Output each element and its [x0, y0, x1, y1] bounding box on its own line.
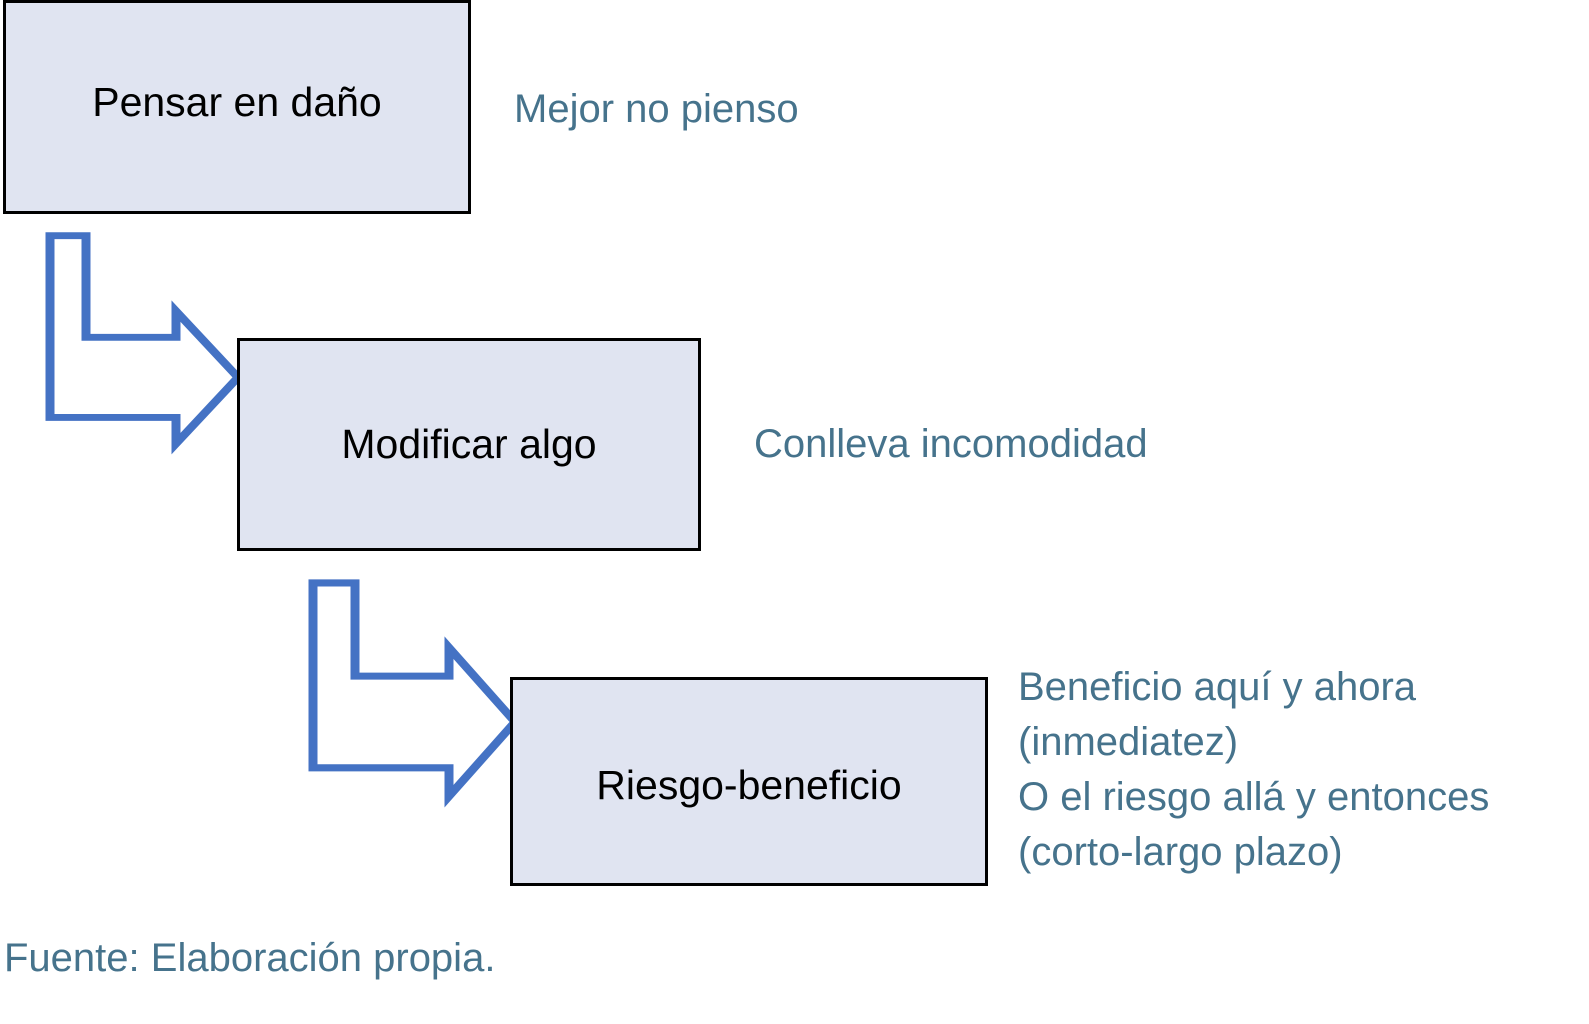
- process-box-riesgo-beneficio[interactable]: Riesgo-beneficio: [510, 677, 988, 886]
- elbow-arrow-modificar-to-riesgo: [308, 579, 521, 808]
- process-box-riesgo-beneficio-label: Riesgo-beneficio: [596, 761, 902, 808]
- elbow-arrow-modificar-to-riesgo-path: [308, 579, 521, 808]
- source-footnote: Fuente: Elaboración propia.: [4, 936, 496, 980]
- annotation-mejor-no-pienso: Mejor no pienso: [514, 87, 799, 131]
- annotation-beneficio-line-2: (inmediatez): [1018, 720, 1239, 764]
- annotation-beneficio-line-4: (corto-largo plazo): [1018, 830, 1343, 874]
- annotation-beneficio-riesgo: Beneficio aquí y ahora (inmediatez) O el…: [1018, 660, 1589, 880]
- annotation-conlleva-incomodidad: Conlleva incomodidad: [754, 422, 1148, 466]
- annotation-beneficio-line-1: Beneficio aquí y ahora: [1018, 665, 1417, 709]
- process-box-pensar-en-dano[interactable]: Pensar en daño: [3, 0, 471, 214]
- elbow-arrow-pensar-to-modificar: [45, 232, 244, 455]
- annotation-beneficio-line-3: O el riesgo allá y entonces: [1018, 775, 1490, 819]
- process-box-modificar-algo-label: Modificar algo: [341, 420, 597, 467]
- process-box-modificar-algo[interactable]: Modificar algo: [237, 338, 701, 551]
- process-box-pensar-en-dano-label: Pensar en daño: [92, 79, 382, 126]
- elbow-arrow-pensar-to-modificar-path: [45, 232, 244, 455]
